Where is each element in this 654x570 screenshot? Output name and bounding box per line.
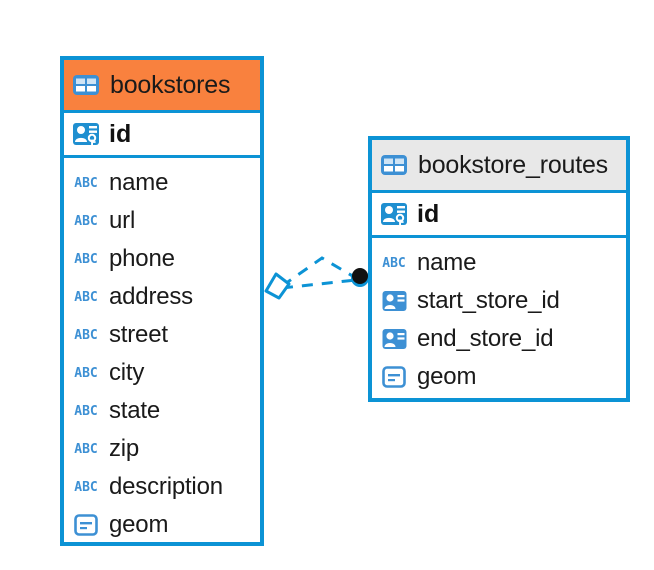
entity-title-bookstore-routes: bookstore_routes bbox=[418, 150, 608, 179]
table-icon bbox=[72, 73, 100, 97]
foreign-key-icon bbox=[380, 290, 408, 312]
attribute-row-start-store-id[interactable]: start_store_id bbox=[372, 282, 626, 320]
attribute-row-id[interactable]: id bbox=[372, 190, 626, 238]
abc-text-icon: ABC bbox=[74, 441, 98, 457]
attribute-row-id[interactable]: id bbox=[64, 110, 260, 158]
attribute-row-end-store-id[interactable]: end_store_id bbox=[372, 320, 626, 358]
attribute-label-end-store-id: end_store_id bbox=[417, 325, 554, 352]
entity-header-bookstore-routes[interactable]: bookstore_routes bbox=[372, 140, 626, 190]
attribute-label-description: description bbox=[109, 473, 223, 500]
entity-header-bookstores[interactable]: bookstores bbox=[64, 60, 260, 110]
attribute-label-id: id bbox=[417, 199, 440, 228]
attribute-label-address: address bbox=[109, 283, 193, 310]
attribute-row-url[interactable]: ABC url bbox=[64, 202, 260, 240]
attribute-row-name[interactable]: ABC name bbox=[372, 244, 626, 282]
attribute-label-zip: zip bbox=[109, 435, 140, 462]
attribute-row-zip[interactable]: ABC zip bbox=[64, 430, 260, 468]
attribute-label-phone: phone bbox=[109, 245, 175, 272]
attribute-row-name[interactable]: ABC name bbox=[64, 164, 260, 202]
attribute-row-geom[interactable]: geom bbox=[64, 506, 260, 544]
relationship-diamond-marker bbox=[264, 272, 291, 300]
abc-text-icon: ABC bbox=[74, 213, 98, 229]
foreign-key-icon bbox=[380, 328, 408, 350]
abc-text-icon: ABC bbox=[74, 251, 98, 267]
table-icon bbox=[380, 153, 408, 177]
attribute-label-start-store-id: start_store_id bbox=[417, 287, 560, 314]
primary-key-icon bbox=[380, 201, 408, 227]
attribute-list-bookstores: ABC name ABC url ABC phone ABC address A… bbox=[64, 158, 260, 544]
entity-table-bookstores[interactable]: bookstores id ABC name bbox=[60, 56, 264, 546]
attribute-label-geom: geom bbox=[417, 363, 477, 390]
abc-text-icon: ABC bbox=[74, 327, 98, 343]
attribute-row-city[interactable]: ABC city bbox=[64, 354, 260, 392]
attribute-label-street: street bbox=[109, 321, 168, 348]
attribute-label-url: url bbox=[109, 207, 136, 234]
attribute-row-description[interactable]: ABC description bbox=[64, 468, 260, 506]
relationship-line-lower bbox=[281, 278, 357, 290]
abc-text-icon: ABC bbox=[382, 255, 406, 271]
attribute-row-phone[interactable]: ABC phone bbox=[64, 240, 260, 278]
abc-text-icon: ABC bbox=[74, 365, 98, 381]
attribute-label-name: name bbox=[109, 169, 169, 196]
attribute-row-state[interactable]: ABC state bbox=[64, 392, 260, 430]
abc-text-icon: ABC bbox=[74, 403, 98, 419]
abc-text-icon: ABC bbox=[74, 479, 98, 495]
primary-key-icon bbox=[72, 121, 100, 147]
geometry-icon bbox=[380, 366, 408, 388]
attribute-list-bookstore-routes: ABC name start_store_id bbox=[372, 238, 626, 396]
attribute-label-city: city bbox=[109, 359, 145, 386]
entity-table-bookstore-routes[interactable]: bookstore_routes id ABC name bbox=[368, 136, 630, 402]
attribute-label-geom: geom bbox=[109, 511, 169, 538]
relationship-line-upper bbox=[281, 256, 357, 288]
attribute-row-address[interactable]: ABC address bbox=[64, 278, 260, 316]
attribute-row-street[interactable]: ABC street bbox=[64, 316, 260, 354]
attribute-label-name: name bbox=[417, 249, 477, 276]
geometry-icon bbox=[72, 514, 100, 536]
relationship-circle-halo bbox=[351, 269, 369, 287]
attribute-row-geom[interactable]: geom bbox=[372, 358, 626, 396]
attribute-label-state: state bbox=[109, 397, 161, 424]
abc-text-icon: ABC bbox=[74, 175, 98, 191]
abc-text-icon: ABC bbox=[74, 289, 98, 305]
relationship-circle-marker bbox=[352, 268, 368, 284]
entity-title-bookstores: bookstores bbox=[110, 70, 231, 99]
attribute-label-id: id bbox=[109, 119, 132, 148]
